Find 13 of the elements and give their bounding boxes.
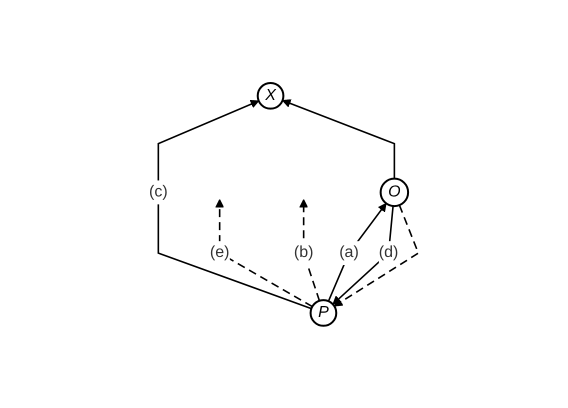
- arrow: [158, 100, 312, 309]
- edge-label: (c): [149, 183, 168, 200]
- node-circle: O: [380, 177, 410, 207]
- edge-label: (d): [379, 244, 399, 261]
- edge-label: (b): [294, 244, 314, 261]
- arrow: [282, 98, 396, 178]
- edge-label: (e): [210, 244, 230, 261]
- node-circle: P: [310, 298, 338, 326]
- arrow: [334, 204, 420, 306]
- arrow: [216, 198, 314, 307]
- edge-label: (a): [340, 244, 360, 261]
- arrow: [332, 206, 394, 304]
- arrow: [328, 202, 387, 302]
